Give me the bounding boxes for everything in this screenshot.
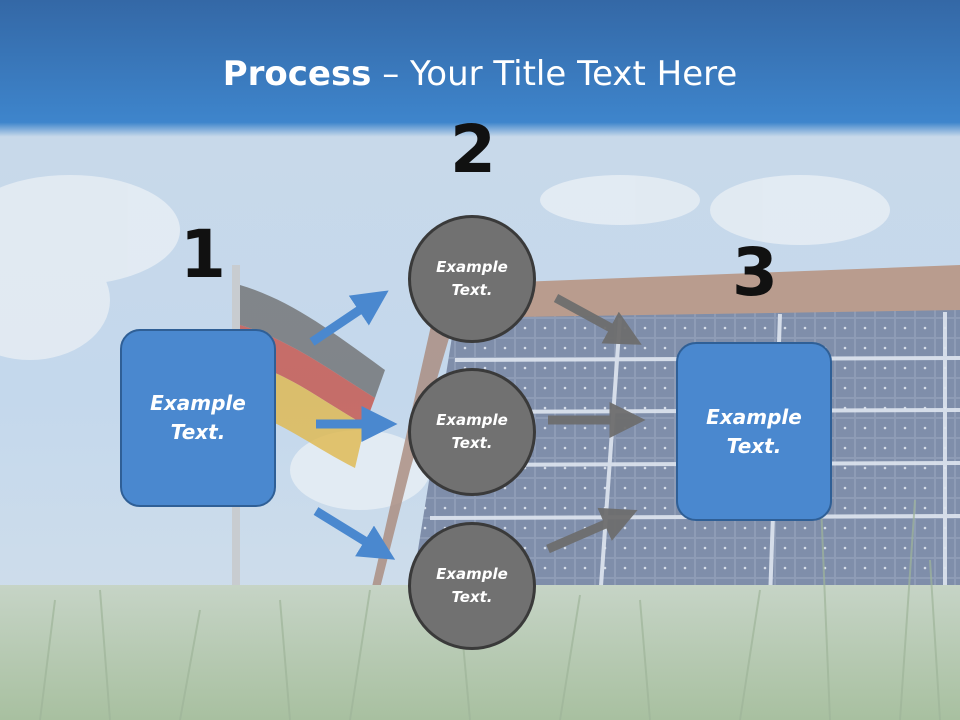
arrow-to-circle-1 <box>309 290 389 346</box>
process-circle-1: Example Text. <box>408 215 536 343</box>
title-bold: Process <box>222 54 372 94</box>
title-rest: – Your Title Text Here <box>371 54 738 94</box>
arrow-from-circle-3 <box>546 507 638 554</box>
arrow-to-circle-3 <box>313 507 396 560</box>
process-circle-2: Example Text. <box>408 368 536 496</box>
step-number-1: 1 <box>180 216 226 293</box>
step-number-3: 3 <box>732 234 778 311</box>
arrow-from-circle-1 <box>553 294 642 345</box>
process-box-right: Example Text. <box>676 342 832 521</box>
process-box-left: Example Text. <box>120 329 276 507</box>
step-number-2: 2 <box>450 111 496 188</box>
slide-title: Process – Your Title Text Here <box>0 54 960 94</box>
process-circle-3: Example Text. <box>408 522 536 650</box>
